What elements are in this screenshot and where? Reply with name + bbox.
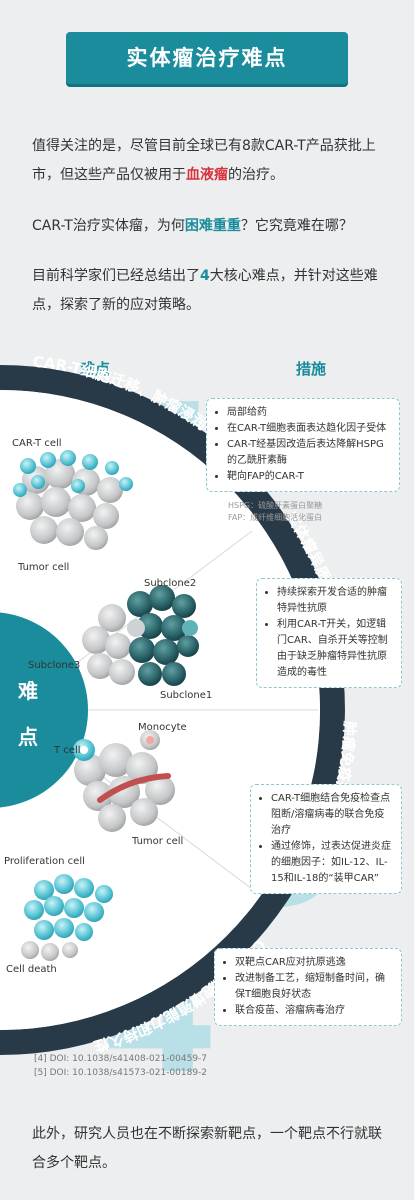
highlight-count: 4 <box>200 268 210 284</box>
label-tumor-cell-2: Tumor cell <box>132 836 184 847</box>
measure-item: 在CAR-T细胞表面表达趋化因子受体 <box>227 421 391 437</box>
outro-paragraph: 此外，研究人员也在不断探索新靶点，一个靶点不行就联合多个靶点。 <box>32 1126 382 1171</box>
intro-text: ？它究竟难在哪？ <box>240 218 353 234</box>
intro-text: 值得关注的是，尽管目前全球已有8款CAR-T产品获批上市，但这些产品仅被用于 <box>32 138 376 183</box>
references: [4] DOI: 10.1038/s41408-021-00459-7 [5] … <box>34 1052 207 1080</box>
measure-item: 靶向FAP的CAR-T <box>227 469 391 485</box>
page-title: 实体瘤治疗难点 <box>126 46 288 70</box>
measure-item: CAR-T经基因改造后表达降解HSPG的乙酰肝素酶 <box>227 437 391 469</box>
intro-text: 的治疗。 <box>228 167 284 183</box>
illustration-heterogeneity <box>82 585 199 686</box>
center-label-top: 难 <box>17 679 38 703</box>
label-cell-death: Cell death <box>6 964 57 975</box>
measure-list-3: CAR-T细胞结合免疫检查点阻断/溶瘤病毒的联合免疫治疗 通过修饰，过表达促进炎… <box>259 791 393 887</box>
intro-text: CAR-T治疗实体瘤，为何 <box>32 218 185 234</box>
measure-list-2: 持续探索开发合适的肿瘤特异性抗原 利用CAR-T开关，如逻辑门CAR、自杀开关等… <box>265 585 393 681</box>
measure-card-4: 双靶点CAR应对抗原逃逸 改进制备工艺，缩短制备时间，确保T细胞良好状态 联合疫… <box>214 948 402 1026</box>
measure-list-1: 局部给药 在CAR-T细胞表面表达趋化因子受体 CAR-T经基因改造后表达降解H… <box>215 405 391 485</box>
label-proliferation-cell: Proliferation cell <box>4 856 85 867</box>
highlight-difficult: 困难重重 <box>184 218 241 234</box>
measure-item: 双靶点CAR应对抗原逃逸 <box>235 955 393 971</box>
measure-item: 局部给药 <box>227 405 391 421</box>
measure-item: 利用CAR-T开关，如逻辑门CAR、自杀开关等控制由于缺乏肿瘤特异性抗原造成的毒… <box>277 617 393 681</box>
intro-paragraph-2: CAR-T治疗实体瘤，为何困难重重？它究竟难在哪？ <box>32 212 392 241</box>
intro-paragraph-1: 值得关注的是，尽管目前全球已有8款CAR-T产品获批上市，但这些产品仅被用于血液… <box>32 132 392 190</box>
note-hspg: HSPG：硫酸肝素蛋白聚糖 <box>228 501 323 510</box>
column-header-measures: 措施 <box>296 360 327 378</box>
measure-item: 通过修饰，过表达促进炎症的细胞因子：如IL-12、IL-15和IL-18的“装甲… <box>271 839 393 887</box>
label-subclone1: Subclone1 <box>160 690 213 701</box>
measure-item: 联合疫苗、溶瘤病毒治疗 <box>235 1003 393 1019</box>
label-tumor-cell-1: Tumor cell <box>18 562 70 573</box>
reference-item: [4] DOI: 10.1038/s41408-021-00459-7 <box>34 1054 208 1064</box>
measure-item: 持续探索开发合适的肿瘤特异性抗原 <box>277 585 393 617</box>
illustration-cart-infiltration <box>13 450 133 550</box>
intro-text: 大核心难点，并针对这些难点，探索了新的应对策略。 <box>32 268 378 313</box>
illustration-proliferation <box>21 874 113 961</box>
label-cart-cell: CAR-T cell <box>12 438 62 449</box>
measure-item: CAR-T细胞结合免疫检查点阻断/溶瘤病毒的联合免疫治疗 <box>271 791 393 839</box>
measure-card-3: CAR-T细胞结合免疫检查点阻断/溶瘤病毒的联合免疫治疗 通过修饰，过表达促进炎… <box>250 784 402 894</box>
intro-text: 目前科学家们已经总结出了 <box>32 268 200 284</box>
note-fap: FAP：成纤维细胞活化蛋白 <box>228 513 323 522</box>
measure-card-1: 局部给药 在CAR-T细胞表面表达趋化因子受体 CAR-T经基因改造后表达降解H… <box>206 398 400 492</box>
illustration-microenvironment <box>73 730 175 832</box>
center-label-bottom: 点 <box>18 725 38 749</box>
label-subclone3: Subclone3 <box>28 660 81 671</box>
intro-paragraph-3: 目前科学家们已经总结出了4大核心难点，并针对这些难点，探索了新的应对策略。 <box>32 262 392 320</box>
title-banner: 实体瘤治疗难点 <box>66 32 348 84</box>
center-circle <box>0 612 88 808</box>
label-t-cell: T cell <box>54 745 81 756</box>
label-subclone2: Subclone2 <box>144 578 197 589</box>
label-monocyte: Monocyte <box>138 722 187 733</box>
column-header-difficulties: 难点 <box>80 360 111 378</box>
highlight-blood-cancer: 血液瘤 <box>186 167 228 183</box>
measure-item: 改进制备工艺，缩短制备时间，确保T细胞良好状态 <box>235 971 393 1003</box>
measure-list-4: 双靶点CAR应对抗原逃逸 改进制备工艺，缩短制备时间，确保T细胞良好状态 联合疫… <box>223 955 393 1019</box>
reference-item: [5] DOI: 10.1038/s41573-021-00189-2 <box>34 1068 208 1078</box>
measure-card-2: 持续探索开发合适的肿瘤特异性抗原 利用CAR-T开关，如逻辑门CAR、自杀开关等… <box>256 578 402 688</box>
